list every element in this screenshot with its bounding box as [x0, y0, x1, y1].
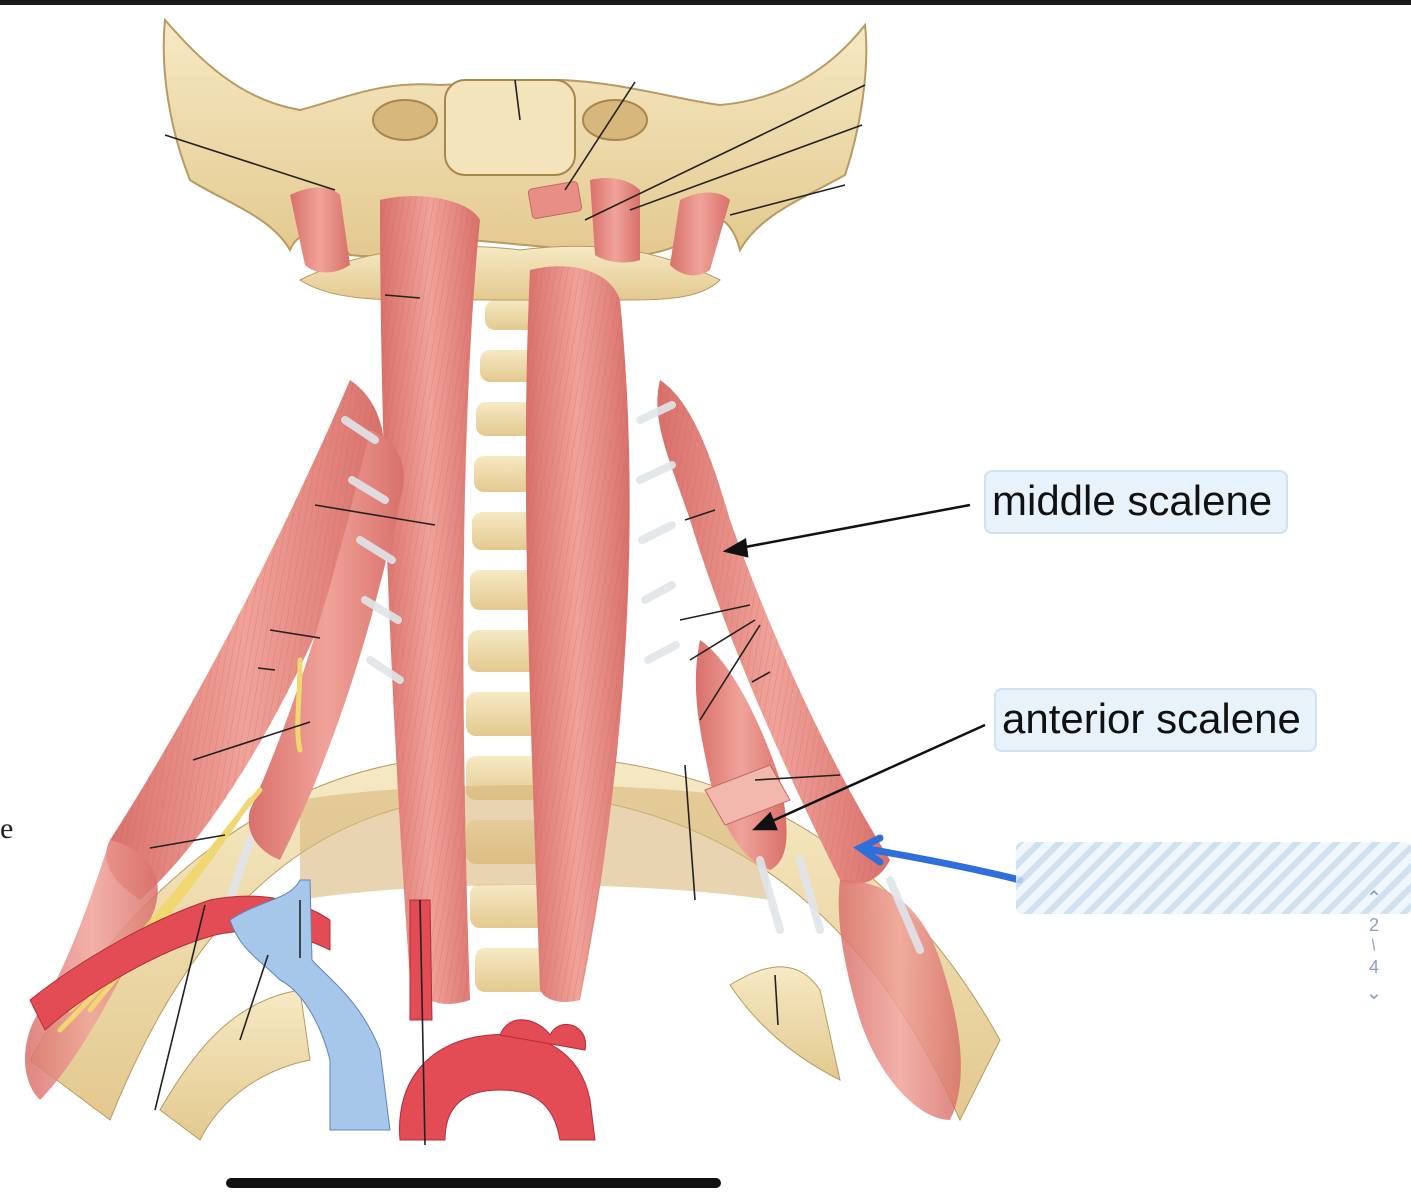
blue-annotation-arrow: [853, 834, 1024, 884]
hidden-answer-box[interactable]: [1016, 842, 1411, 914]
page-navigator: ⌃ 2 / 4 ⌄: [1352, 884, 1396, 1074]
scalene-right-lower: [838, 880, 961, 1120]
chevron-up-icon[interactable]: ⌃: [1365, 888, 1383, 910]
middle-scalene-right-fibers: [657, 380, 890, 884]
longus-capitis-left-fibers: [380, 196, 480, 1004]
manubrium-right: [729, 966, 841, 1081]
label-arrows: [722, 503, 986, 831]
rectus-capitis-left: [290, 187, 350, 273]
tendons: [226, 401, 924, 954]
scalene-left-inner: [248, 430, 404, 860]
label-anterior-scalene-text: anterior scalene: [1002, 695, 1301, 742]
screen-top-edge: [0, 0, 1411, 5]
scalene-left-outer-fibers: [106, 380, 384, 900]
current-page: 2: [1368, 915, 1379, 935]
longus-colli-right-fibers: [525, 266, 630, 1002]
rectus-capitis-right: [670, 192, 730, 276]
brachiocephalic-vein: [229, 879, 391, 1131]
manubrium-left: [159, 989, 311, 1141]
leader-lines: [149, 79, 866, 1146]
basiocciput: [444, 79, 576, 176]
aortic-arch: [399, 1033, 596, 1141]
foramen-right: [582, 99, 648, 141]
foramen-left: [372, 99, 438, 141]
anterior-scalene-cut-end: [704, 764, 791, 826]
label-anterior-scalene: anterior scalene: [994, 688, 1317, 752]
cropped-label-fragment: e: [0, 812, 14, 845]
home-indicator-bar[interactable]: [226, 1178, 721, 1188]
label-middle-scalene-text: middle scalene: [992, 477, 1273, 524]
chevron-down-icon[interactable]: ⌄: [1365, 982, 1383, 1004]
anterior-scalene-right: [695, 640, 787, 870]
page-separator: /: [1368, 936, 1380, 955]
heart-vessel-top: [499, 1019, 586, 1051]
label-middle-scalene: middle scalene: [984, 470, 1289, 534]
total-pages: 4: [1368, 957, 1379, 977]
rectus-capitis-mid: [590, 178, 640, 263]
muscle-stub: [527, 181, 583, 219]
